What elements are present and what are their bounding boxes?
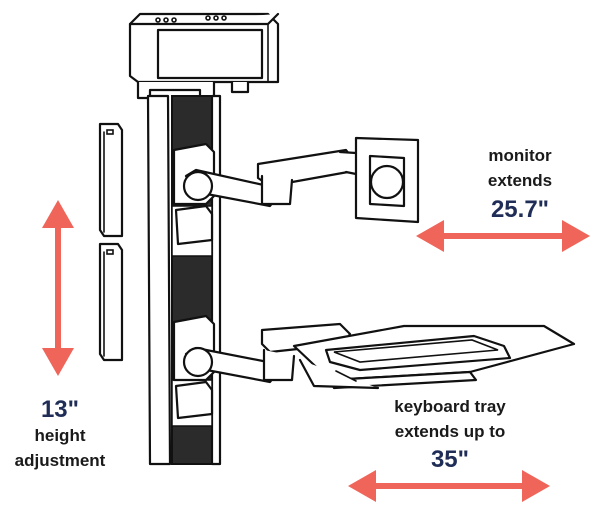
monitor-label-line1: monitor (488, 146, 552, 165)
keyboard-tray (292, 324, 576, 390)
height-arrow-icon (42, 200, 74, 376)
keyboard-extend-value: 35" (430, 446, 470, 473)
monitor-extend-arrow-icon (416, 220, 590, 252)
monitor-extend-value: 25.7" (490, 196, 550, 223)
height-label-line1: height (34, 426, 86, 445)
height-value: 13" (40, 396, 80, 423)
monitor-arm (172, 136, 420, 246)
keyboard-arm (172, 314, 352, 420)
keyboard-label-line2: extends up to (394, 422, 506, 441)
keyboard-label-line1: keyboard tray (394, 397, 506, 416)
height-label-line2: adjustment (14, 451, 106, 470)
keyboard-extend-arrow-icon (348, 470, 550, 502)
rail-section-lower (98, 242, 124, 362)
storage-box (128, 12, 280, 100)
monitor-label-line2: extends (487, 171, 553, 190)
rail-section-upper (98, 122, 124, 238)
